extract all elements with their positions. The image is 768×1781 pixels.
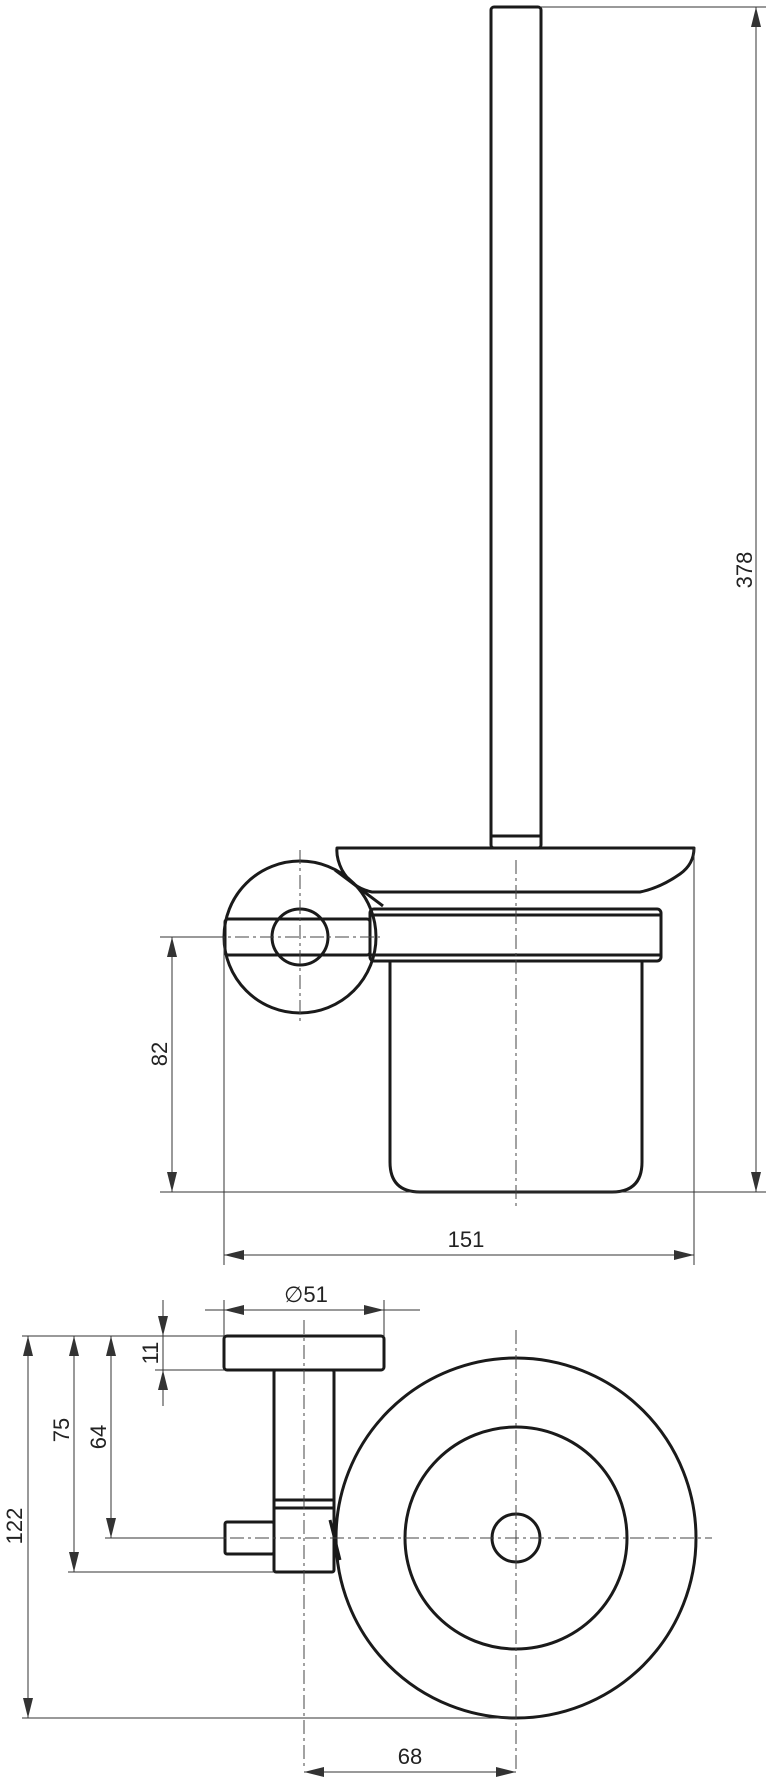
arrow-151-right [674, 1250, 694, 1260]
arrow-51-left [224, 1305, 244, 1315]
side-view: 378 82 151 [147, 5, 766, 1265]
arrow-64-top [106, 1336, 116, 1356]
arrow-82-bottom [167, 1172, 177, 1192]
arrow-378-top [751, 7, 761, 27]
arrow-82-top [167, 937, 177, 957]
arrow-122-top [23, 1336, 33, 1356]
dimension-label-151: 151 [448, 1227, 485, 1252]
dimension-label-122: 122 [2, 1508, 27, 1545]
arrow-51-right [364, 1305, 384, 1315]
dimension-label-51: ∅51 [284, 1282, 328, 1307]
cup-lid [335, 846, 696, 894]
arrow-75-bottom [69, 1552, 79, 1572]
brush-handle [489, 5, 543, 850]
dimension-label-82: 82 [147, 1042, 172, 1066]
arrow-378-bottom [751, 1172, 761, 1192]
arrow-68-right [496, 1767, 516, 1777]
arrow-64-bottom [106, 1518, 116, 1538]
arrow-122-bottom [23, 1698, 33, 1718]
dimension-label-11: 11 [138, 1342, 163, 1365]
arrow-11-bottom [158, 1370, 168, 1390]
arrow-75-top [69, 1336, 79, 1356]
dimension-label-75: 75 [49, 1418, 74, 1442]
dimension-label-68: 68 [398, 1744, 422, 1769]
arrow-68-left [304, 1767, 324, 1777]
arrow-151-left [224, 1250, 244, 1260]
rosette-flange [334, 868, 384, 908]
dimension-label-64: 64 [86, 1425, 111, 1449]
top-view: ∅51 11 64 75 122 68 [2, 1282, 712, 1777]
arrow-11-top [158, 1316, 168, 1336]
dimension-label-378: 378 [732, 552, 757, 589]
